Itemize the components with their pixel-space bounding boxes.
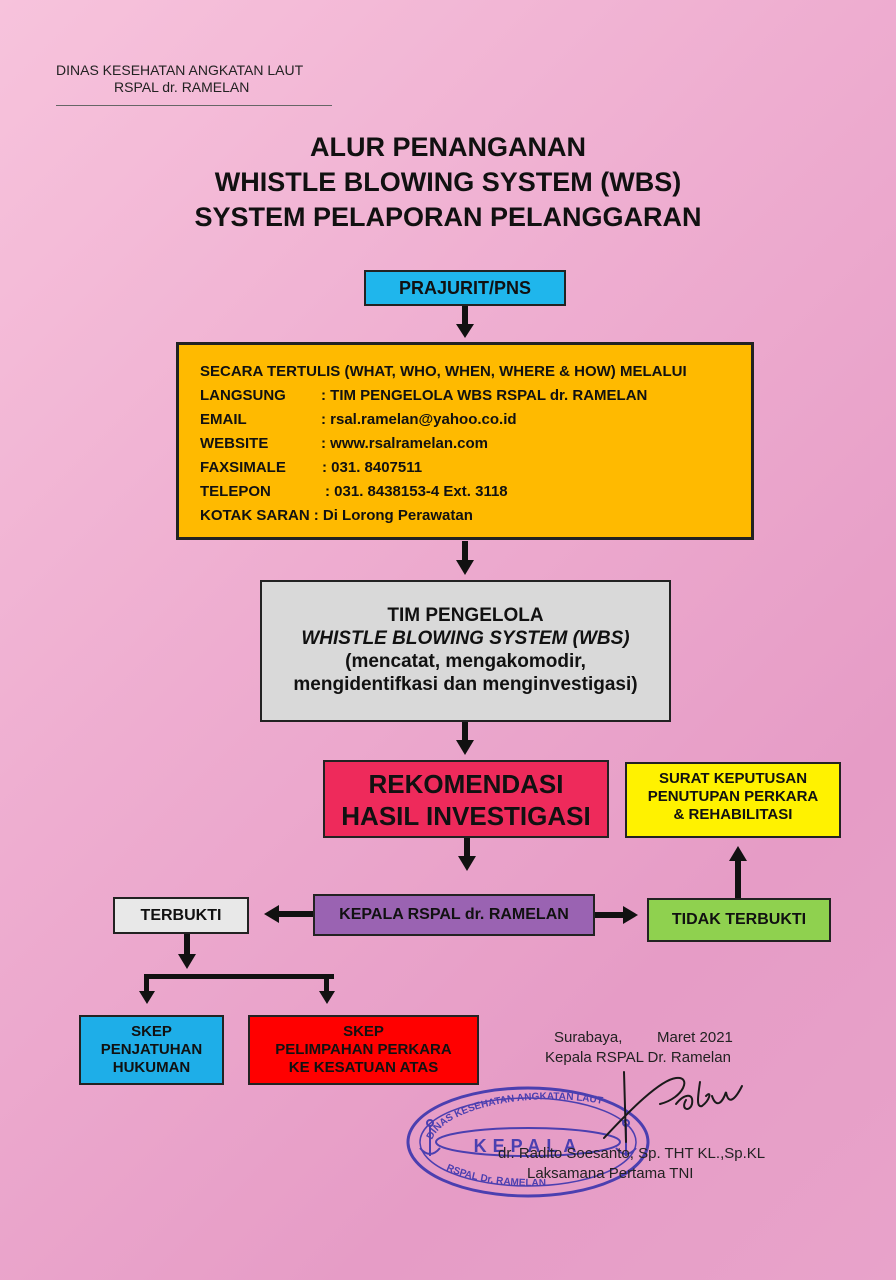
langsung-value: : TIM PENGELOLA WBS RSPAL dr. RAMELAN [321,387,648,404]
signatory-name: dr. Radito Soesanto, Sp. THT KL.,Sp.KL [498,1145,766,1162]
channels-intro: SECARA TERTULIS (WHAT, WHO, WHEN, WHERE … [200,363,687,380]
skep1-line-2: PENJATUHAN [100,1041,203,1058]
signature-position: Kepala RSPAL Dr. Ramelan [545,1049,731,1066]
arrow-prajurit-to-tertulis [456,306,474,338]
telepon-label: TELEPON [200,483,271,500]
tim-line-4: mengidentifkasi dan menginvestigasi) [293,674,638,695]
channel-email: EMAIL : rsal.ramelan@yahoo.co.id [200,408,751,432]
arrow-tim-to-rekomendasi [456,722,474,755]
tim-line-2: WHISTLE BLOWING SYSTEM (WBS) [301,628,630,649]
surat-line-2: PENUTUPAN PERKARA [647,788,819,805]
page-title: ALUR PENANGANAN WHISTLE BLOWING SYSTEM (… [0,130,896,235]
website-value: : www.rsalramelan.com [321,435,489,452]
skep1-line-3: HUKUMAN [112,1059,191,1076]
rekomendasi-line-1: REKOMENDASI [368,769,564,799]
org-line-2: RSPAL dr. RAMELAN [114,79,250,95]
signature-place: Surabaya, [554,1029,623,1046]
header-divider [56,105,332,106]
telepon-value: : 031. 8438153-4 Ext. 3118 [325,483,508,500]
tidak-terbukti-box: TIDAK TERBUKTI [647,898,831,942]
kotak-saran-label: KOTAK SARAN [200,507,310,524]
arrow-tertulis-to-tim [456,541,474,575]
arrow-rekomendasi-to-kepala [458,838,476,871]
kotak-saran-value: : Di Lorong Perawatan [313,507,473,524]
skep-penjatuhan-box: SKEP PENJATUHAN HUKUMAN [79,1015,224,1085]
terbukti-box: TERBUKTI [113,897,249,934]
channel-fax: FAXSIMALE : 031. 8407511 [200,456,751,480]
arrow-tidak-terbukti-to-surat [729,846,747,898]
tim-line-3: (mencatat, mengakomodir, [345,651,586,672]
svg-text:KEPALA: KEPALA [474,1136,583,1156]
skep-pelimpahan-box: SKEP PELIMPAHAN PERKARA KE KESATUAN ATAS [248,1015,479,1085]
surat-keputusan-box: SURAT KEPUTUSAN PENUTUPAN PERKARA & REHA… [625,762,841,838]
title-line-3: SYSTEM PELAPORAN PELANGGARAN [194,202,702,232]
email-value: : rsal.ramelan@yahoo.co.id [321,411,517,428]
email-label: EMAIL [200,411,247,428]
prajurit-pns-box: PRAJURIT/PNS [364,270,566,306]
title-line-2: WHISTLE BLOWING SYSTEM (WBS) [214,167,682,197]
title-line-1: ALUR PENANGANAN [310,132,586,162]
signature-date: Maret 2021 [657,1029,733,1046]
fax-value: : 031. 8407511 [322,459,423,476]
website-label: WEBSITE [200,435,269,452]
rekomendasi-line-2: HASIL INVESTIGASI [341,801,591,831]
signatory-rank: Laksamana Pertama TNI [527,1165,694,1182]
fax-label: FAXSIMALE [200,459,286,476]
channel-kotak-saran: KOTAK SARAN : Di Lorong Perawatan [200,504,751,528]
tim-line-1: TIM PENGELOLA [387,605,544,626]
reporting-channels-box: SECARA TERTULIS (WHAT, WHO, WHEN, WHERE … [176,342,754,540]
rekomendasi-box: REKOMENDASI HASIL INVESTIGASI [323,760,609,838]
arrow-kepala-to-terbukti [264,905,313,923]
langsung-label: LANGSUNG [200,387,286,404]
skep1-line-1: SKEP [131,1023,172,1040]
channel-telepon: TELEPON : 031. 8438153-4 Ext. 3118 [200,480,751,504]
org-line-1: DINAS KESEHATAN ANGKATAN LAUT [56,62,304,78]
kepala-box: KEPALA RSPAL dr. RAMELAN [313,894,595,936]
branch-connector [139,974,335,1004]
skep2-line-3: KE KESATUAN ATAS [288,1059,439,1076]
channel-langsung: LANGSUNG : TIM PENGELOLA WBS RSPAL dr. R… [200,384,751,408]
skep2-line-2: PELIMPAHAN PERKARA [275,1041,452,1058]
arrow-terbukti-down [178,934,196,969]
arrow-kepala-to-tidak-terbukti [595,906,638,924]
skep2-line-1: SKEP [343,1023,384,1040]
anchor-icon [419,1119,441,1156]
channel-website: WEBSITE : www.rsalramelan.com [200,432,751,456]
surat-line-3: & REHABILITASI [673,806,793,823]
tim-pengelola-box: TIM PENGELOLA WHISTLE BLOWING SYSTEM (WB… [260,580,671,722]
organization-header: DINAS KESEHATAN ANGKATAN LAUT RSPAL dr. … [56,62,346,96]
surat-line-1: SURAT KEPUTUSAN [658,770,808,787]
